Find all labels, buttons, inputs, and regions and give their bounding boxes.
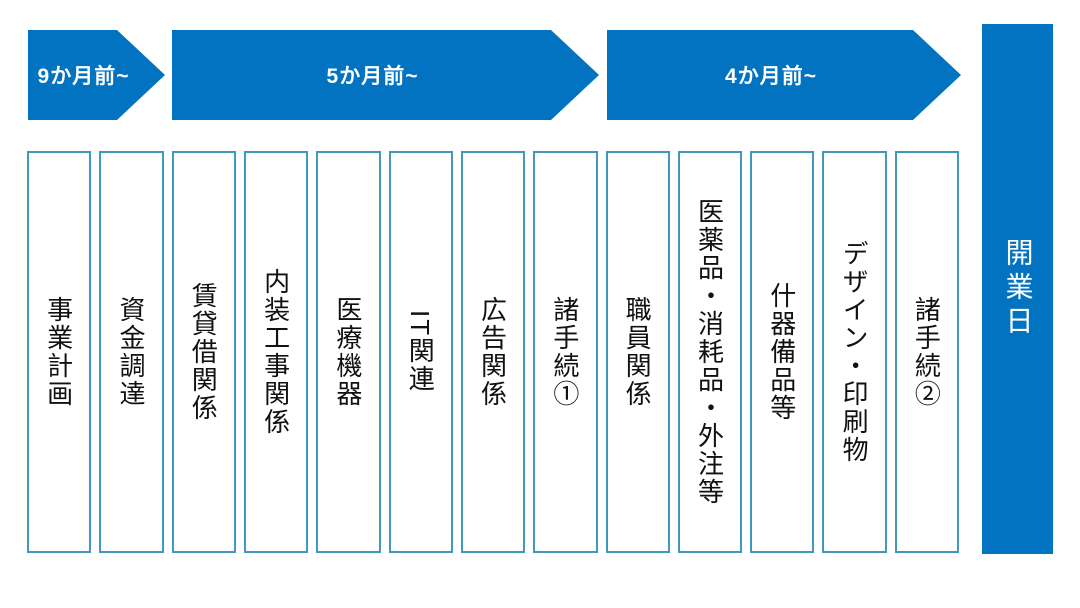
task-label: 広告関係 <box>477 296 508 408</box>
phase-label: 9か月前~ <box>37 65 130 88</box>
opening-day-bar: 開業日 <box>982 24 1053 554</box>
task-label: 賃貸借関係 <box>188 282 219 422</box>
task-label: IT関連 <box>405 310 436 394</box>
task-column: 諸手続② <box>894 151 960 553</box>
task-column: デザイン・印刷物 <box>822 151 887 553</box>
task-column: 事業計画 <box>27 151 92 553</box>
task-column: 広告関係 <box>460 151 526 553</box>
opening-day-label: 開業日 <box>1002 238 1034 340</box>
task-columns: 事業計画 資金調達 賃貸借関係 内装工事関係 医療機器 IT関連 広告関係 諸手… <box>27 151 960 553</box>
task-column: 医療機器 <box>316 151 381 553</box>
phase-arrow-5-months: 5か月前~ <box>172 30 599 120</box>
task-label: 諸手続② <box>911 296 942 408</box>
task-label: 什器備品等 <box>766 282 797 422</box>
task-column: 資金調達 <box>99 151 164 553</box>
task-label: 諸手続① <box>549 296 580 408</box>
phase-arrow-9-months: 9か月前~ <box>28 30 165 120</box>
task-column: 什器備品等 <box>750 151 815 553</box>
phase-label: 4か月前~ <box>725 65 817 88</box>
task-label: 医療機器 <box>332 296 363 408</box>
task-column: 諸手続① <box>533 151 598 553</box>
task-column: 医薬品・消耗品・外注等 <box>677 151 743 553</box>
task-label: 職員関係 <box>622 296 653 408</box>
task-column: IT関連 <box>388 151 453 553</box>
phase-label: 5か月前~ <box>326 65 419 88</box>
task-label: デザイン・印刷物 <box>839 240 870 464</box>
task-label: 資金調達 <box>115 296 146 408</box>
phase-arrow-4-months: 4か月前~ <box>607 30 961 120</box>
task-column: 内装工事関係 <box>243 151 309 553</box>
task-column: 職員関係 <box>605 151 670 553</box>
task-column: 賃貸借関係 <box>171 151 236 553</box>
task-label: 医薬品・消耗品・外注等 <box>694 198 725 506</box>
task-label: 事業計画 <box>43 296 74 408</box>
task-label: 内装工事関係 <box>260 268 291 436</box>
